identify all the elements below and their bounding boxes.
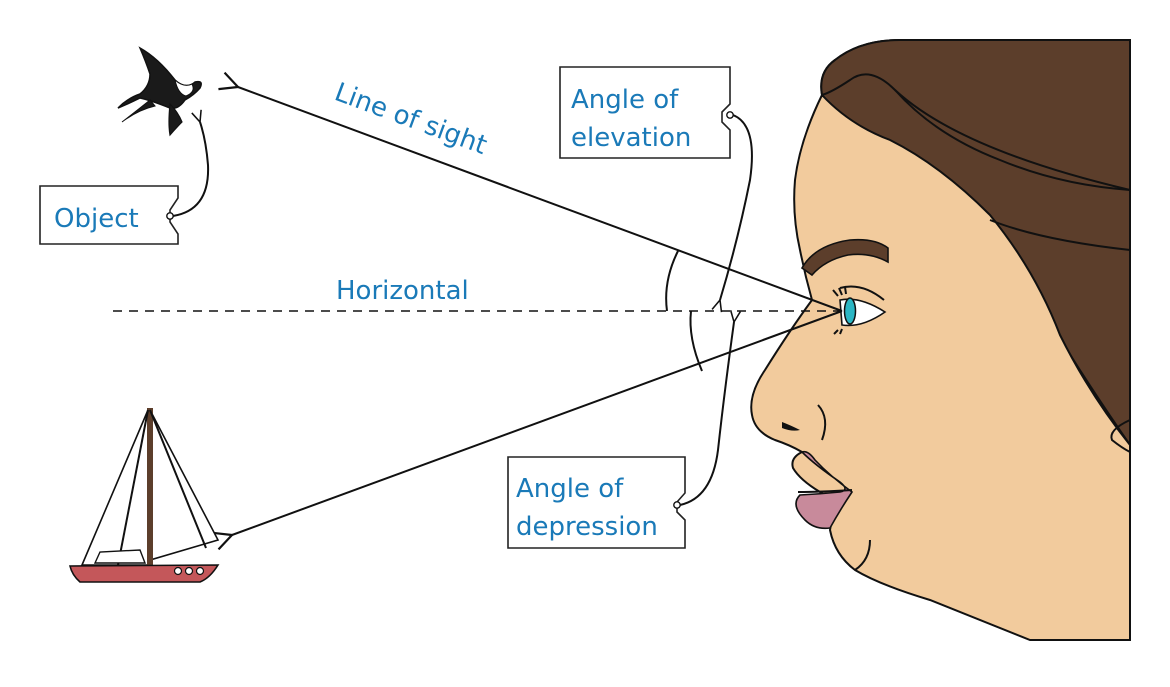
depression-tag: Angle of depression <box>507 456 686 549</box>
object-label: Object <box>54 204 139 234</box>
ear-contour <box>1110 419 1131 453</box>
elevation-arc <box>665 250 679 312</box>
nostril <box>782 422 800 431</box>
eye-iris <box>843 297 857 325</box>
hair-strand <box>894 89 1131 191</box>
object-tag: Object <box>39 185 179 245</box>
depression-arc <box>689 310 703 372</box>
line-of-sight-depression <box>232 310 843 535</box>
lower-lashes <box>833 328 843 335</box>
bird-icon <box>117 46 202 137</box>
object-pointer <box>172 122 210 217</box>
eyebrow <box>800 238 889 277</box>
jib-sail <box>80 409 151 566</box>
line-of-sight-label: Line of sight <box>331 77 491 161</box>
hair-strand-2 <box>989 219 1131 251</box>
lips <box>795 450 854 530</box>
nose-wing <box>817 404 827 441</box>
depression-label-line2: depression <box>516 512 658 542</box>
elevation-label-line2: elevation <box>571 123 691 153</box>
eyelid-crease <box>839 285 885 301</box>
elevation-pointer <box>720 114 753 300</box>
eyelashes <box>832 286 847 297</box>
chin-crease <box>854 539 871 571</box>
sailboat-icon <box>69 408 220 583</box>
cabin <box>93 549 147 564</box>
hull <box>69 564 220 583</box>
depression-label-line1: Angle of <box>516 474 624 504</box>
elevation-tag: Angle of elevation <box>559 66 734 159</box>
horizontal-label: Horizontal <box>336 276 469 306</box>
hair-fringe <box>820 39 1131 192</box>
lip-line <box>797 489 853 493</box>
elevation-label-line1: Angle of <box>571 85 679 115</box>
face-illustration <box>750 39 1131 641</box>
line-of-sight-elevation <box>238 87 843 312</box>
depression-pointer <box>679 322 734 506</box>
